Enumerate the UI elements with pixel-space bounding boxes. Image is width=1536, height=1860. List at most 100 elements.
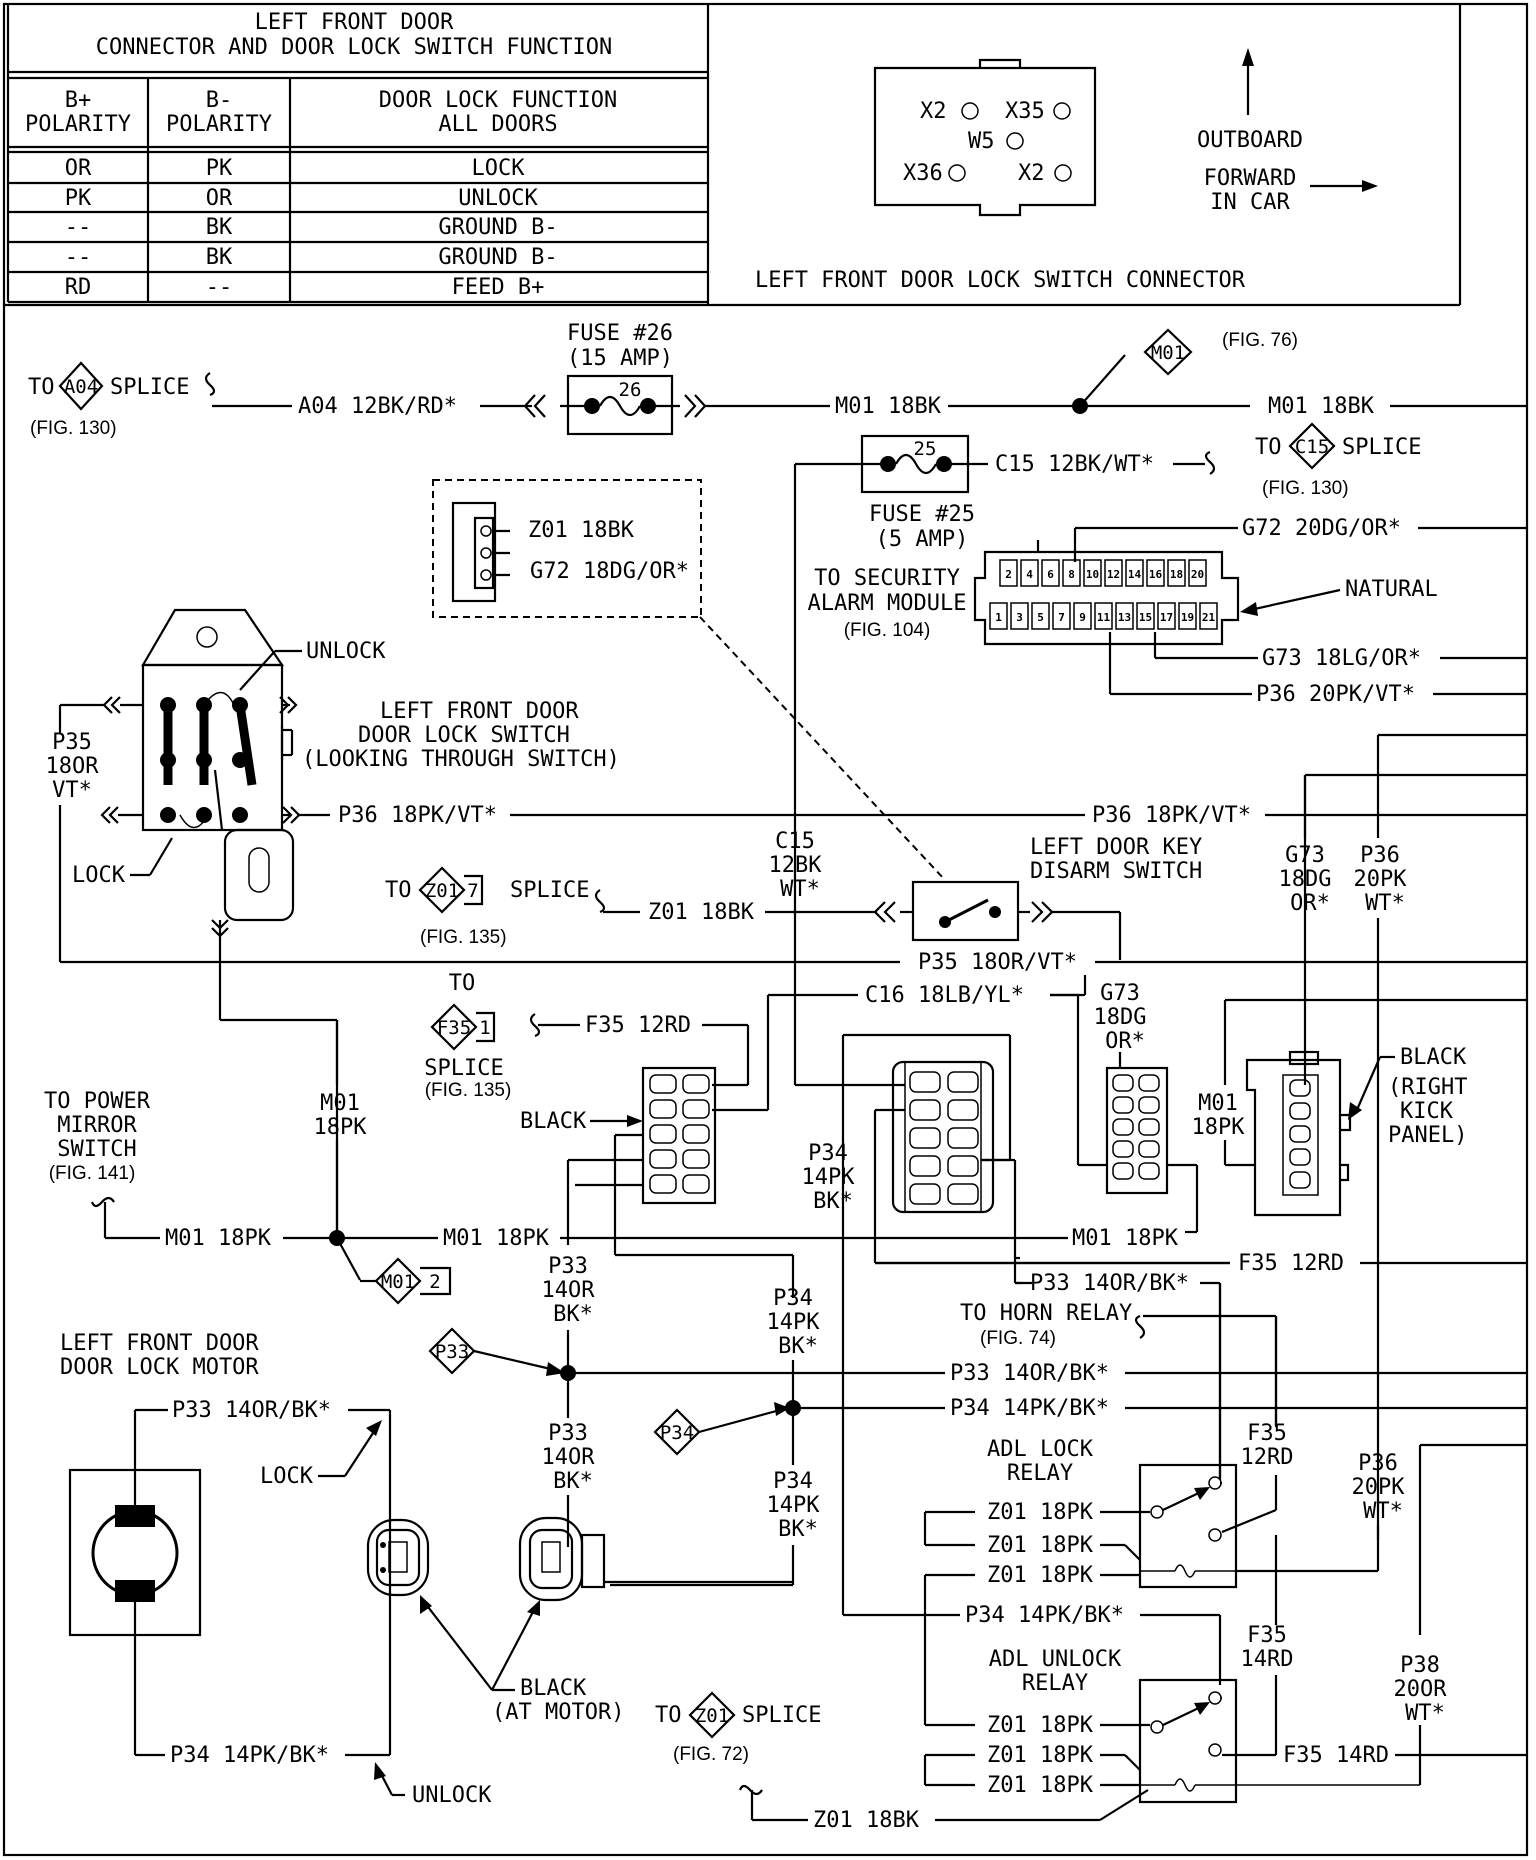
pin-number: 15 (1139, 611, 1152, 624)
pin-number: 6 (1047, 568, 1054, 581)
adl-unlock-label-2: RELAY (1022, 1671, 1088, 1696)
table-cell: UNLOCK (458, 186, 538, 211)
p34-label-2: 14PK (767, 1493, 821, 1518)
fuse25-number: 25 (914, 438, 937, 460)
switch-label-2: DOOR LOCK SWITCH (358, 723, 570, 748)
connector-cavity (1112, 1118, 1134, 1136)
p34-wire-label: P34 14PK/BK* (950, 1396, 1109, 1421)
connector-cavity (649, 1149, 677, 1169)
g73-connector (1105, 1066, 1169, 1195)
to-label: TO (28, 375, 55, 400)
g73-label-3: OR* (1105, 1029, 1145, 1054)
outboard-label: OUTBOARD (1197, 128, 1303, 153)
pin-number: 1 (995, 611, 1002, 624)
header-function-2: ALL DOORS (438, 112, 557, 137)
connector-pin (1031, 602, 1050, 630)
g73-label-3: OR* (1290, 891, 1330, 916)
p34-label-3: BK* (778, 1334, 818, 1359)
table-cell: OR (65, 156, 92, 181)
connector-pin (1136, 602, 1155, 630)
z01-wire-label: Z01 18PK (987, 1563, 1094, 1588)
header-bminus: B- (206, 88, 233, 113)
connector-pin (1167, 559, 1186, 587)
connector-pin (1125, 559, 1144, 587)
natural-label: NATURAL (1345, 577, 1438, 602)
f35-ref: F35 (437, 1017, 471, 1039)
p34-label: P34 (773, 1469, 813, 1494)
unlock-label: UNLOCK (412, 1783, 492, 1808)
z01-wire-label: Z01 18BK (813, 1808, 920, 1833)
p36-label-3: WT* (1363, 1499, 1403, 1524)
adl-lock-label-2: RELAY (1007, 1461, 1073, 1486)
center-connectors: TO F35 1 SPLICE (FIG. 135) F35 12RD C16 … (424, 733, 1527, 1615)
z01-wire-label: Z01 18PK (987, 1713, 1094, 1738)
p33-label-2: 14OR (542, 1278, 596, 1303)
m01-wire-label: M01 18BK (835, 394, 942, 419)
black-label: BLACK (520, 1109, 587, 1134)
c15-label-3: WT* (780, 877, 820, 902)
connector-cavity (947, 1155, 979, 1177)
arrow-right-icon (1362, 180, 1378, 192)
connector-cavity (909, 1127, 941, 1149)
connector-cavity (1289, 1171, 1311, 1189)
table-cell: RD (65, 275, 92, 300)
disarm-label-2: DISARM SWITCH (1030, 859, 1202, 884)
c15-ref: C15 (1295, 436, 1329, 458)
disarm-label-1: LEFT DOOR KEY (1030, 835, 1202, 860)
p34-label-2: 14PK (767, 1310, 821, 1335)
pin-number: 9 (1079, 611, 1086, 624)
p35-label-3: VT* (52, 778, 92, 803)
f35-label-2: 12RD (1241, 1445, 1294, 1470)
fig-ref: (FIG. 135) (420, 927, 507, 948)
z01-splice-bottom: TO Z01 SPLICE (FIG. 72) Z01 18BK (655, 1691, 1149, 1833)
f35-wire-label: F35 12RD (1238, 1251, 1344, 1276)
p33-ref: P33 (435, 1341, 469, 1363)
g73-label: G73 (1285, 843, 1325, 868)
pin-number: 20 (1191, 568, 1204, 581)
pin-w5: W5 (968, 129, 995, 154)
pin-number: 5 (1037, 611, 1044, 624)
table-cell: PK (65, 186, 92, 211)
connector-cavity (649, 1124, 677, 1144)
to-label: TO (655, 1703, 682, 1728)
header-function: DOOR LOCK FUNCTION (379, 88, 617, 113)
connector-cavity (682, 1149, 710, 1169)
z01-wire-label: Z01 18PK (987, 1533, 1094, 1558)
a04-ref: A04 (64, 376, 98, 398)
connector-pin (1157, 602, 1176, 630)
connector-pin (1199, 602, 1218, 630)
fig-ref: (FIG. 135) (425, 1080, 512, 1101)
function-table: LEFT FRONT DOOR CONNECTOR AND DOOR LOCK … (6, 4, 708, 304)
table-cell: -- (65, 215, 92, 240)
power-mirror-label-2: MIRROR (57, 1113, 137, 1138)
connector-cavity (909, 1099, 941, 1121)
fuse26-number: 26 (619, 379, 642, 401)
p33-label: P33 (548, 1421, 588, 1446)
lock-motor-buses: F35 12RD P33 14OR BK* P34 14PK BK* P33 1… (60, 1251, 1527, 1587)
header-bplus-polarity: POLARITY (25, 112, 131, 137)
f35-label: F35 (1247, 1421, 1287, 1446)
fig-ref: (FIG. 104) (844, 620, 931, 641)
connector-pin (989, 602, 1008, 630)
p36-label-2: 20PK (1352, 1475, 1406, 1500)
z01-wire-label: Z01 18PK (987, 1743, 1094, 1768)
g73-label: G73 (1100, 981, 1140, 1006)
m01-18pk-bus: TO POWER MIRROR SWITCH (FIG. 141) M01 18… (44, 1020, 1179, 1305)
security-label-2: ALARM MODULE (808, 591, 967, 616)
table-cell: -- (206, 275, 233, 300)
splice-label: SPLICE (424, 1056, 503, 1081)
connector-cavity (649, 1074, 677, 1094)
p34-ref: P34 (660, 1422, 694, 1444)
disarm-switch: C15 12BK WT* LEFT DOOR KEY DISARM SWITCH… (385, 829, 1527, 975)
z01-wire-label: Z01 18BK (528, 518, 635, 543)
fig-ref: (FIG. 76) (1222, 330, 1298, 351)
connector-cavity (682, 1174, 710, 1194)
f35-wire-label: F35 14RD (1283, 1743, 1389, 1768)
p36-wire-label: P36 20PK/VT* (1256, 682, 1415, 707)
splice-label: SPLICE (510, 878, 589, 903)
connector-pin (1094, 602, 1113, 630)
connector-cavity (909, 1183, 941, 1205)
connector-pin (1041, 559, 1060, 587)
p33-wire-label: P33 14OR/BK* (172, 1398, 331, 1423)
